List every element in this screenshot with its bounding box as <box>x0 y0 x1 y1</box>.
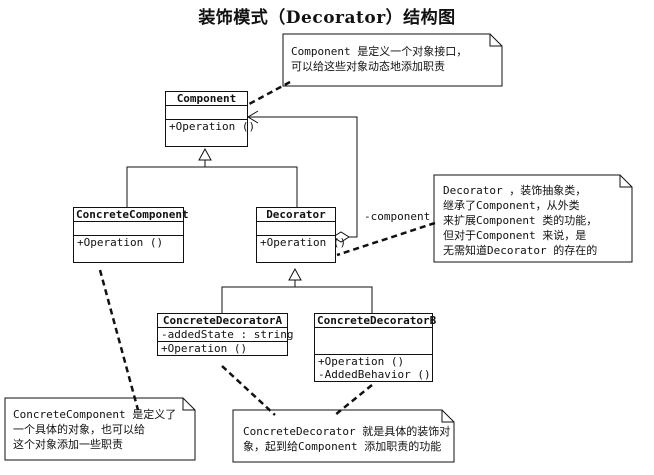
note-component-shape <box>282 33 503 87</box>
note-anchor-decorator <box>336 221 436 257</box>
class-decorator-name: Decorator <box>257 208 335 222</box>
class-component: Component +Operation () <box>165 91 256 147</box>
class-decorator-attributes <box>257 222 335 236</box>
note-concrete-decorator: ConcreteDecorator 就是具体的装饰对 象，起到给Componen… <box>243 425 451 453</box>
note-anchor-concrete-decorator-a <box>221 365 276 416</box>
inheritance-triangle-component <box>198 147 212 161</box>
class-concrete-component-operation: +Operation () <box>77 236 164 249</box>
inheritance-line-concrete-component <box>126 166 205 207</box>
class-concrete-component-attributes <box>74 222 183 236</box>
class-concrete-decorator-b-operation-1: +Operation () <box>318 355 405 368</box>
note-anchor-concrete-component <box>98 269 140 411</box>
note-anchor-concrete-decorator-b <box>334 384 373 416</box>
class-concrete-decorator-b-name: ConcreteDecoratorB <box>315 314 437 328</box>
class-component-operation: +Operation () <box>169 120 256 133</box>
note-component: Component 是定义一个对象接口， 可以给这些对象动态地添加职责 <box>291 45 468 73</box>
diagram-title: 装饰模式（Decorator）结构图 <box>198 8 456 28</box>
inheritance-line-decorator <box>205 166 298 207</box>
note-concrete-component-shape <box>4 397 196 461</box>
inheritance-triangle-decorator <box>288 267 302 281</box>
class-concrete-decorator-b: ConcreteDecoratorB +Operation () -AddedB… <box>314 313 437 382</box>
inheritance-line-decorator-b <box>295 286 373 313</box>
note-concrete-component: ConcreteComponent 是定义了 一个具体的对象，也可以给 这个对象… <box>13 408 177 451</box>
aggregation-arrowhead <box>247 110 259 124</box>
aggregation-diamond <box>332 231 350 243</box>
class-concrete-decorator-a-operation: +Operation () <box>161 342 248 355</box>
class-concrete-component: ConcreteComponent +Operation () <box>73 207 189 263</box>
note-decorator-shape <box>433 174 633 263</box>
class-component-attributes <box>166 106 247 120</box>
class-concrete-decorator-b-operation-2: -AddedBehavior () <box>318 368 431 381</box>
class-concrete-decorator-a: ConcreteDecoratorA -addedState : string … <box>157 313 294 356</box>
inheritance-line-decorator-a <box>221 286 295 313</box>
class-decorator: Decorator +Operation () <box>256 207 347 263</box>
class-concrete-decorator-a-name: ConcreteDecoratorA <box>158 314 287 328</box>
class-decorator-operation: +Operation () <box>260 236 347 249</box>
class-concrete-decorator-a-attribute: -addedState : string <box>161 328 294 341</box>
note-decorator: Decorator ，装饰抽象类， 继承了Component，从外类 来扩展Co… <box>443 184 598 257</box>
class-component-name: Component <box>166 92 247 106</box>
association-label: -component <box>364 210 431 223</box>
note-concrete-decorator-shape <box>232 409 455 463</box>
class-concrete-component-name: ConcreteComponent <box>74 208 189 222</box>
